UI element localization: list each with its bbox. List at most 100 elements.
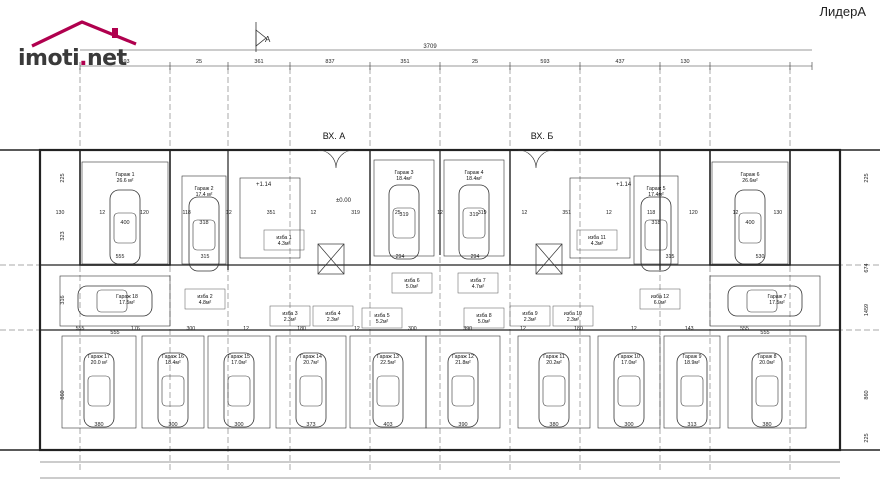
middle-dimension-label: 130 [773, 210, 782, 216]
house-roof-icon [31, 20, 137, 48]
car-icon [538, 352, 570, 428]
row-dimension-label: 12 [631, 326, 637, 332]
garage-bottom-name: Гараж 15 [228, 354, 250, 360]
left-dimension-label: 860 [60, 390, 66, 399]
middle-dimension-label: 25 [395, 210, 401, 216]
car-body [157, 352, 189, 428]
car-body [447, 352, 479, 428]
car-body [388, 184, 420, 260]
storeroom-area: 4.8м² [199, 300, 212, 306]
garage-top-area: 26.6м² [742, 178, 758, 184]
top-dimension-label: 130 [680, 59, 689, 65]
garage-top-area: 17.4 м² [196, 192, 213, 198]
storeroom-box [639, 288, 681, 310]
storeroom-box [361, 307, 403, 329]
car-icon [458, 184, 490, 260]
garage-top-name: Гараж 6 [741, 172, 760, 178]
garage-side-area: 17.5м² [119, 300, 135, 306]
car-roof [680, 375, 704, 407]
entrance-doors [317, 149, 555, 169]
garage-width-label: 400 [120, 220, 129, 226]
garage-width-label: 318 [199, 220, 208, 226]
storeroom-name: изба 9 [522, 311, 537, 317]
storeroom-box [552, 305, 594, 327]
storeroom-box [263, 229, 305, 251]
car-icon [83, 352, 115, 428]
middle-dimension-label: 12 [310, 210, 316, 216]
car-roof [462, 207, 486, 239]
garage-width-label: 380 [549, 422, 558, 428]
garage-top-name: Гараж 5 [647, 186, 666, 192]
middle-dimension-label: 12 [99, 210, 105, 216]
row-dimension-label: 180 [574, 326, 583, 332]
car-icon [676, 352, 708, 428]
top-dimension-label: 351 [400, 59, 409, 65]
storeroom-name: изба 3 [282, 311, 297, 317]
car-icon [613, 352, 645, 428]
garage-bottom-area: 18.4м² [165, 360, 181, 366]
car-body [458, 184, 490, 260]
car-roof [113, 212, 137, 244]
garage-bottom-name: Гараж 17 [88, 354, 110, 360]
garage-side-name: Гараж 7 [768, 294, 787, 300]
row-dimension-label: 390 [463, 326, 472, 332]
car-icon [388, 184, 420, 260]
garage-bottom-name: Гараж 13 [377, 354, 399, 360]
storeroom-name: изба 10 [564, 311, 582, 317]
storeroom-box [184, 288, 226, 310]
landing-label-a: +1.14 [256, 182, 272, 188]
garage-top-name: Гараж 2 [195, 186, 214, 192]
garage-bottom-area: 20.2м² [546, 360, 562, 366]
elevator-a [317, 243, 345, 275]
garage-width-label: 300 [624, 422, 633, 428]
left-dimension-label: 323 [60, 231, 66, 240]
top-dimension-label: 593 [540, 59, 549, 65]
row-dimension-label: 180 [297, 326, 306, 332]
garage-width-label: 380 [94, 422, 103, 428]
car-roof [87, 375, 111, 407]
garage-bottom-7 [517, 335, 591, 429]
stairwell-a [239, 177, 301, 259]
storeroom-area: 2.3м² [524, 317, 537, 323]
car-body [640, 196, 672, 272]
logo-wordmark: imoti.net [18, 46, 127, 71]
car-icon [751, 352, 783, 428]
building-outline [0, 148, 880, 452]
watermark: ЛидерА [819, 4, 866, 19]
storeroom-name: изба 6 [404, 278, 419, 284]
middle-dimension-label: 12 [733, 210, 739, 216]
storeroom-box [312, 305, 354, 327]
garage-top-name: Гараж 4 [465, 170, 484, 176]
storeroom-box [509, 305, 551, 327]
top-dimension-label: 25 [472, 59, 478, 65]
middle-dimension-label: 12 [522, 210, 528, 216]
landing-label-b: +1.14 [616, 182, 632, 188]
car-body [77, 285, 153, 317]
car-roof [192, 219, 216, 251]
car-roof [299, 375, 323, 407]
storeroom-area: 2.3м² [327, 317, 340, 323]
storeroom-area: 4.3м² [278, 241, 291, 247]
car-icon [640, 196, 672, 272]
row-dimension-label: 530 [756, 254, 765, 260]
car-roof [644, 219, 668, 251]
car-body [83, 352, 115, 428]
cars-layer [77, 184, 803, 428]
garage-bottom-9 [663, 335, 721, 429]
car-body [538, 352, 570, 428]
middle-dimension-label: 351 [267, 210, 276, 216]
storeroom-name: изба 8 [476, 313, 491, 319]
garage-bottom-2 [141, 335, 205, 429]
storeroom-area: 5.2м² [376, 319, 389, 325]
storeroom-name: изба 5 [374, 313, 389, 319]
entrance-b-label: ВХ. Б [531, 131, 554, 141]
garage-width-label: 300 [168, 422, 177, 428]
car-roof [451, 375, 475, 407]
north-label: А [265, 35, 271, 44]
car-roof [617, 375, 641, 407]
row-dimension-label: 300 [186, 326, 195, 332]
garage-top-3 [373, 159, 435, 257]
